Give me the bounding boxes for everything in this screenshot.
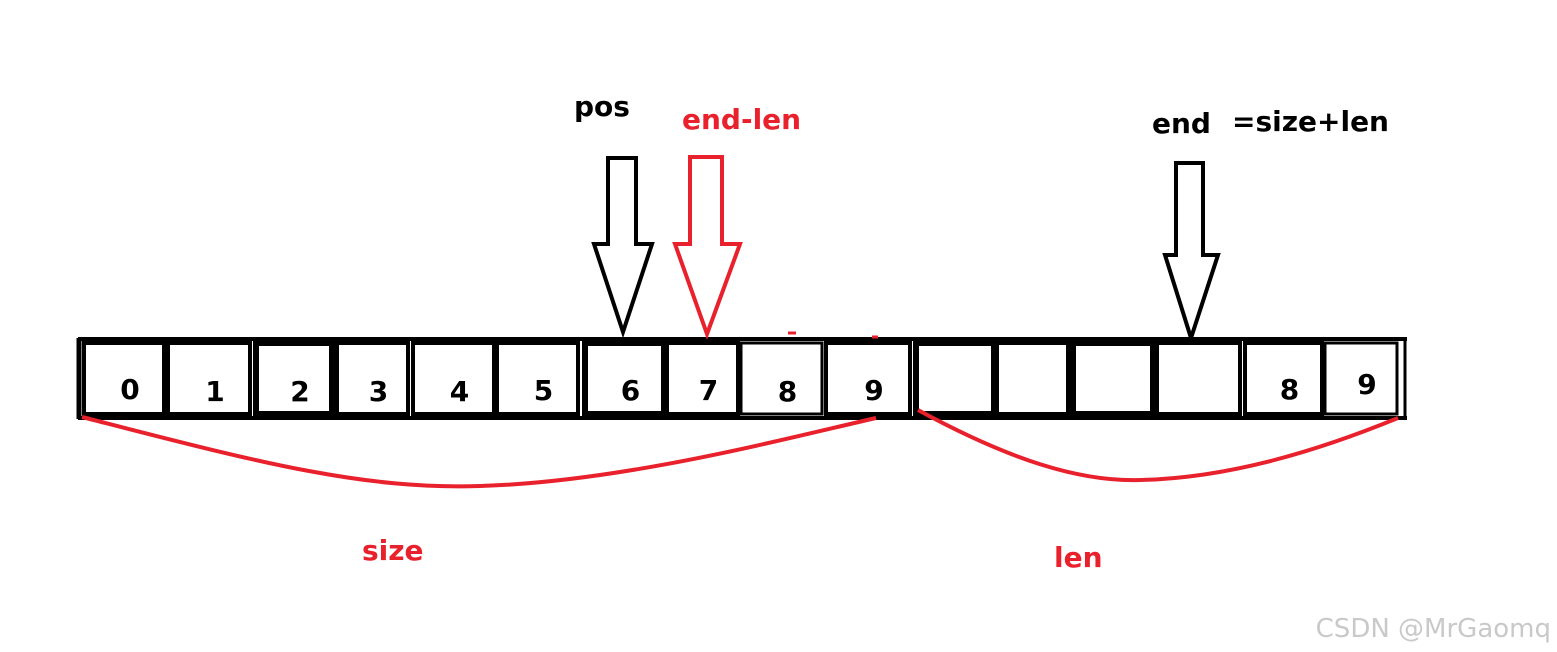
array-cell-value: 9: [1357, 368, 1376, 401]
array-cell: [739, 341, 824, 416]
pos-label: pos: [574, 90, 630, 123]
array-cell-value: 0: [120, 373, 139, 406]
array-frame: [76, 337, 1407, 420]
array-cell: [824, 341, 912, 416]
array-cell-value: 9: [864, 374, 883, 407]
array-cell-value: 2: [290, 375, 309, 408]
len-label: len: [1054, 541, 1103, 574]
array-cell: [166, 341, 252, 416]
array-cell-value: 5: [534, 374, 553, 407]
array-cell: [1323, 341, 1399, 416]
array-cell: [1243, 341, 1324, 416]
array-cell-value: 8: [1280, 373, 1299, 406]
array-cell: [411, 341, 496, 416]
end-len-arrow-icon: [672, 155, 743, 340]
watermark: CSDN @MrGaomq: [1315, 614, 1551, 644]
end-len-label: end-len: [682, 103, 802, 136]
array-cell: [335, 341, 410, 416]
array-cell: [582, 340, 667, 417]
array-cell-value: 7: [699, 374, 718, 407]
array-cell: [1070, 340, 1156, 417]
array-cell: [82, 341, 166, 416]
pos-arrow-icon: [591, 156, 655, 339]
len-brace: [917, 408, 1399, 483]
end-arrow-icon: [1162, 161, 1221, 345]
array-cell: [495, 341, 580, 416]
array-cell: [253, 340, 335, 417]
end-formula-label: =size+len: [1232, 105, 1389, 138]
array-cell-value: 1: [205, 375, 224, 408]
size-label: size: [362, 534, 424, 567]
size-brace: [81, 415, 877, 489]
array-cell-value: 6: [621, 374, 640, 407]
array-cell: [665, 341, 740, 416]
end-label: end: [1152, 107, 1211, 140]
array-cell: [995, 341, 1070, 416]
array-cell-value: 3: [369, 375, 388, 408]
array-cell-value: 8: [778, 375, 797, 408]
array-cell: [1155, 341, 1242, 416]
array-cells: 0 1 2 3 4 5 6 7 8 9 8 9: [82, 340, 1399, 417]
array-cell-value: 4: [450, 375, 469, 408]
array-cell: [913, 340, 997, 417]
